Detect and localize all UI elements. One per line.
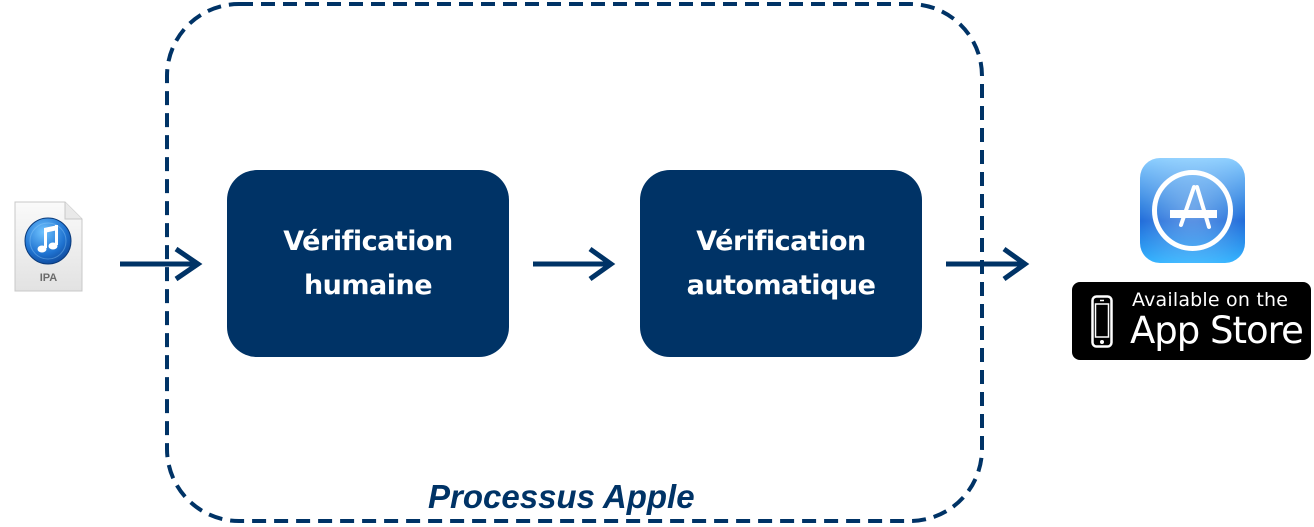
itunes-ipa-file-icon xyxy=(14,201,83,292)
arrow-human-to-auto xyxy=(533,246,616,282)
step-automatic-verification: Vérification automatique xyxy=(640,170,922,357)
app-store-icon xyxy=(1140,158,1245,263)
step-auto-line-2: automatique xyxy=(686,269,876,301)
badge-line-1: Available on the xyxy=(1132,289,1289,311)
iphone-icon xyxy=(1091,295,1113,348)
arrow-auto-to-store xyxy=(946,246,1030,282)
badge-line-2: App Store xyxy=(1130,309,1304,352)
ipa-file-label: IPA xyxy=(39,272,58,284)
process-title: Processus Apple xyxy=(428,478,695,515)
step-auto-line-1: Vérification xyxy=(696,225,866,257)
app-store-badge[interactable]: Available on the App Store xyxy=(1072,282,1311,360)
app-store-app-icon xyxy=(1139,157,1246,264)
arrow-ipa-to-human xyxy=(120,246,203,282)
step-human-verification: Vérification humaine xyxy=(227,170,509,357)
ipa-file: IPA xyxy=(13,200,84,293)
step-human-line-1: Vérification xyxy=(283,225,453,257)
step-human-line-2: humaine xyxy=(303,269,433,301)
